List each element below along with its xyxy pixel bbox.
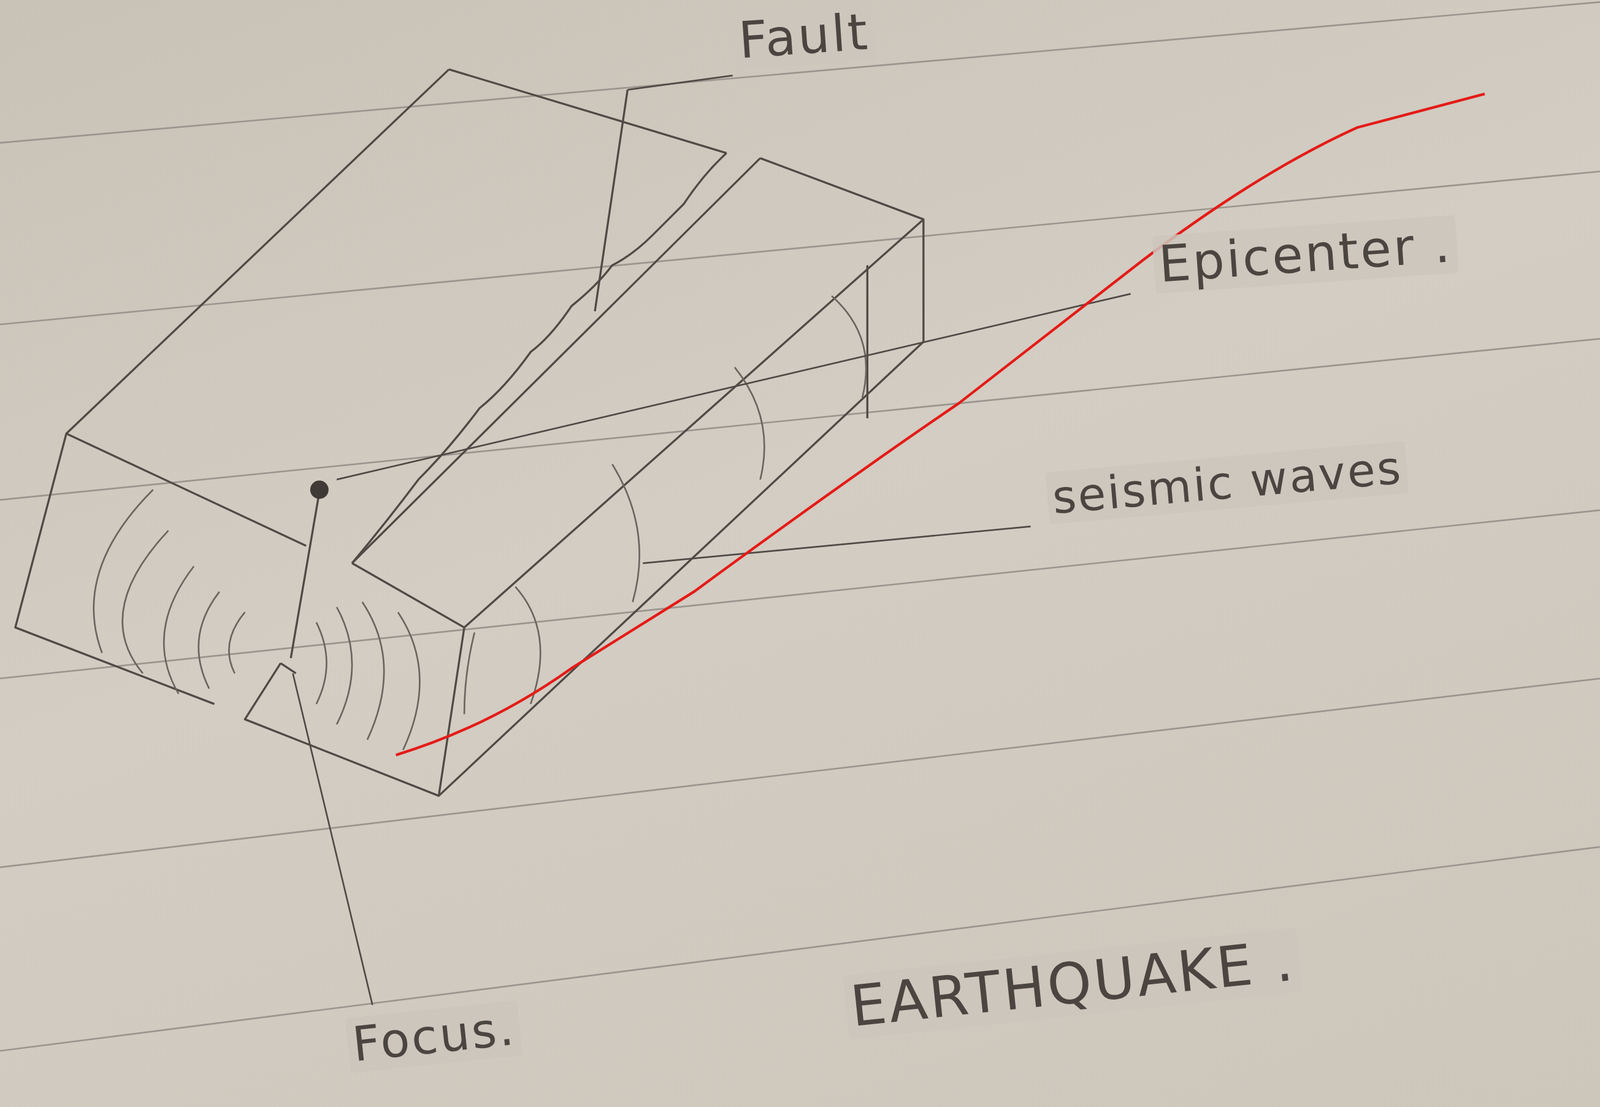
epicenter-dot bbox=[310, 480, 329, 500]
focus-label: Focus. bbox=[345, 1000, 524, 1074]
epicenter-label: Epicenter . bbox=[1151, 215, 1459, 294]
seismic-waves-label: seismic waves bbox=[1045, 440, 1410, 525]
diagram-caption: EARTHQUAKE . bbox=[842, 927, 1303, 1040]
seismic-wave-arcs bbox=[93, 295, 866, 750]
fault-label: Fault bbox=[731, 2, 876, 70]
leader-lines bbox=[293, 75, 1131, 1006]
fault-blocks bbox=[15, 69, 924, 796]
ruled-lines bbox=[0, 1, 1600, 1051]
red-annotation-line bbox=[396, 93, 1485, 755]
